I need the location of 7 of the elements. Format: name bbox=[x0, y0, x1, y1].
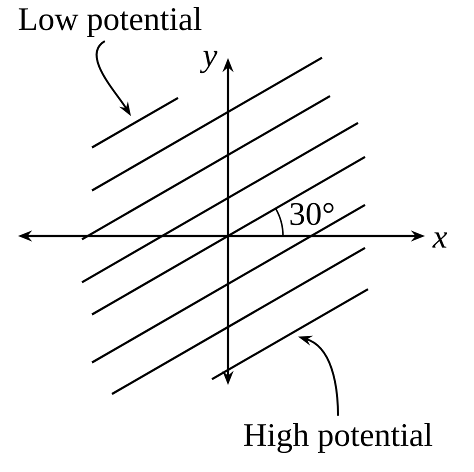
axis-label: y bbox=[200, 50, 218, 74]
equipotential-line bbox=[91, 96, 179, 148]
axis-label: x bbox=[432, 232, 448, 248]
axis-label: 30° bbox=[290, 202, 334, 226]
annotation-label: High potential bbox=[244, 423, 432, 454]
annotation-label: Low potential bbox=[18, 7, 202, 37]
equipotential-line bbox=[211, 288, 369, 380]
